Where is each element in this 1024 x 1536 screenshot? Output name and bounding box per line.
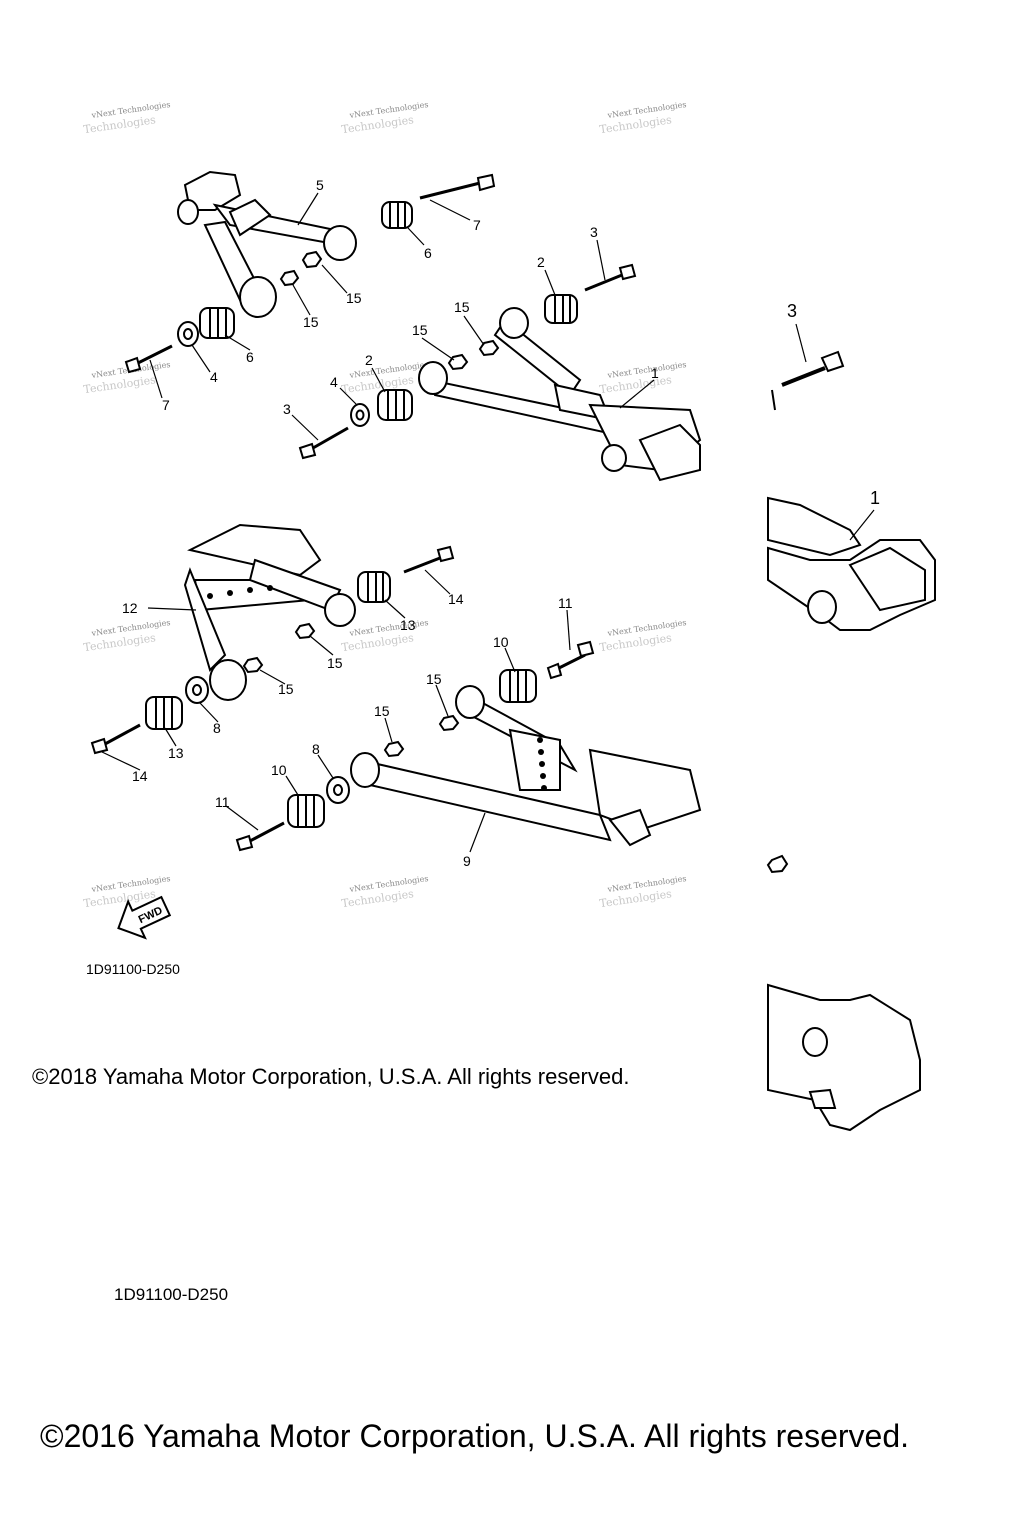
nut-15-f [242, 656, 264, 674]
callout-6: 6 [424, 245, 432, 261]
callout-3: 3 [590, 224, 598, 240]
bushing-6-top [381, 201, 413, 229]
callout-1: 1 [651, 365, 659, 381]
callout-3-large: 3 [787, 301, 797, 321]
callout-14: 14 [448, 591, 464, 607]
nut-15-c [478, 339, 500, 357]
callout-15: 15 [454, 299, 470, 315]
callout-4: 4 [210, 369, 218, 385]
callout-15: 15 [412, 322, 428, 338]
nut-15-a [301, 250, 323, 269]
bolt-3-a [584, 263, 637, 292]
callout-4: 4 [330, 374, 338, 390]
callout-8: 8 [213, 720, 221, 736]
upper-arm-12 [183, 523, 356, 701]
callout-3: 3 [283, 401, 291, 417]
washer-8-b [326, 776, 350, 804]
bolt-11-b [235, 821, 285, 852]
nut-15-e [294, 622, 316, 640]
callout-9: 9 [463, 853, 471, 869]
bolt-7-top [419, 173, 496, 200]
enlarged-arm-9 [767, 983, 921, 1132]
bolt-14-top [403, 545, 455, 574]
callout-10: 10 [493, 634, 509, 650]
bushing-13-top [357, 571, 391, 603]
copyright-2018: ©2018 Yamaha Motor Corporation, U.S.A. A… [32, 1064, 630, 1089]
callout-2: 2 [365, 352, 373, 368]
callout-12: 12 [122, 600, 138, 616]
callout-2: 2 [537, 254, 545, 270]
enlarged-bolt-3 [771, 350, 845, 411]
copyright-2016: ©2016 Yamaha Motor Corporation, U.S.A. A… [40, 1418, 910, 1454]
callout-7: 7 [473, 217, 481, 233]
callout-14: 14 [132, 768, 148, 784]
bushing-10-a [499, 669, 537, 703]
bushing-6-left [199, 307, 235, 339]
callout-10: 10 [271, 762, 287, 778]
callout-1-large: 1 [870, 488, 880, 508]
bushing-2-b [377, 389, 413, 421]
callout-13: 13 [168, 745, 184, 761]
callouts: 5 7 6 3 2 15 15 15 15 6 4 7 2 4 1 3 14 1… [122, 177, 659, 869]
callout-15: 15 [303, 314, 319, 330]
bolt-7-left [124, 344, 173, 374]
bolt-14-left [90, 723, 141, 755]
enlarged-nut [766, 854, 789, 874]
leader-lines [101, 192, 655, 853]
diagram-code: 1D91100-D250 [86, 961, 180, 977]
callout-15: 15 [346, 290, 362, 306]
enlarged-arm-1 [767, 496, 936, 631]
callout-11: 11 [215, 794, 230, 810]
bushing-10-b [287, 794, 325, 828]
callout-11: 11 [558, 595, 573, 611]
upper-arm-5 [177, 170, 357, 318]
washer-8-a [185, 676, 209, 704]
nut-15-d [447, 353, 469, 371]
washer-4-a [177, 321, 199, 347]
bushing-2-a [544, 294, 578, 324]
fwd-arrow-icon: FWD [117, 895, 172, 940]
callout-7: 7 [162, 397, 170, 413]
diagram-code-large: 1D91100-D250 [114, 1285, 228, 1304]
callout-15: 15 [278, 681, 294, 697]
bolt-3-b [298, 426, 349, 460]
callout-8: 8 [312, 741, 320, 757]
nut-15-g [438, 714, 460, 732]
lower-arm-9 [350, 685, 702, 847]
callout-15: 15 [426, 671, 442, 687]
washer-4-b [350, 403, 370, 427]
callout-15: 15 [374, 703, 390, 719]
bushing-13-left [145, 696, 183, 730]
callout-15: 15 [327, 655, 343, 671]
callout-13: 13 [400, 617, 416, 633]
nut-15-b [279, 269, 300, 287]
lower-arm-1 [418, 307, 702, 482]
callout-5: 5 [316, 177, 324, 193]
callout-6: 6 [246, 349, 254, 365]
nut-15-h [383, 740, 405, 758]
bolt-11-a [546, 640, 595, 680]
